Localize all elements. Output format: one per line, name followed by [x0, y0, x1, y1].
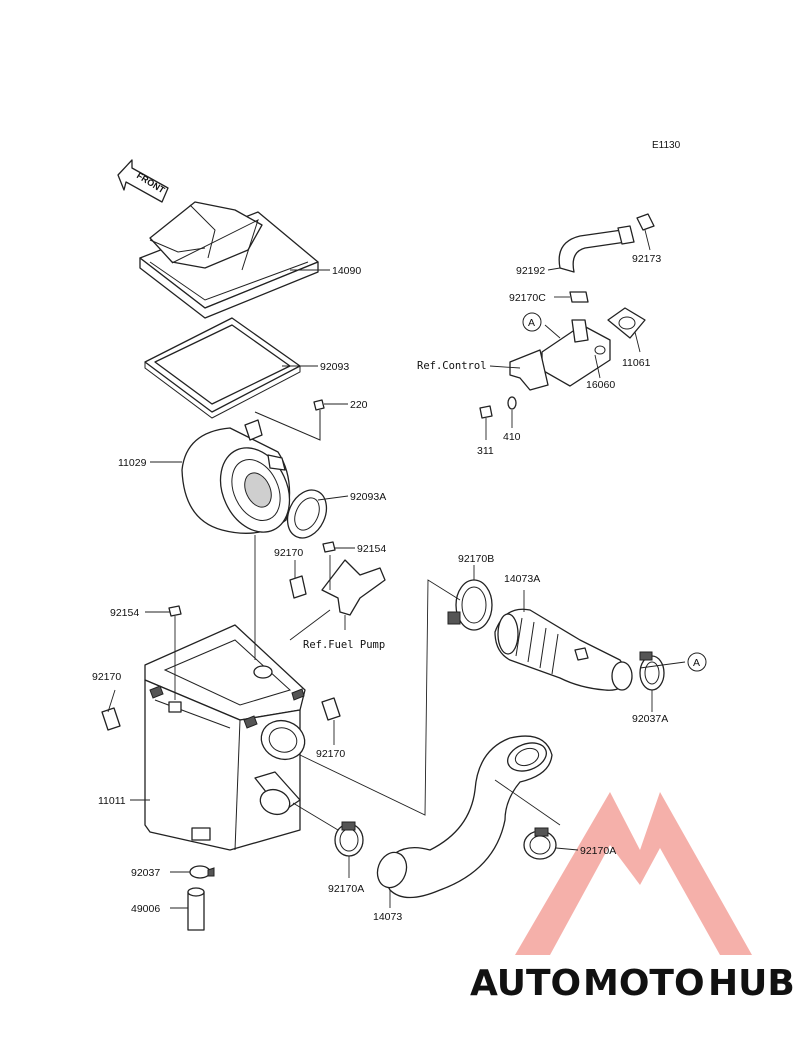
label-92170A-left: 92170A: [328, 883, 364, 895]
label-92093: 92093: [320, 361, 349, 373]
part-16060-bracket: [509, 319, 611, 391]
label-410: 410: [503, 431, 521, 443]
part-49006-drain-hose: [187, 887, 205, 931]
label-14090: 14090: [332, 265, 361, 277]
part-11029-filter-element: [181, 419, 291, 534]
marker-a-top: A: [522, 312, 542, 332]
label-92154-right: 92154: [357, 543, 386, 555]
part-311-nut: [479, 405, 493, 419]
part-92093-filter-frame: [144, 317, 301, 419]
part-14073A-intake-boot: [494, 608, 633, 691]
label-92170B: 92170B: [458, 553, 494, 565]
front-arrow-icon: FRONT: [117, 159, 169, 203]
label-14073: 14073: [373, 911, 402, 923]
part-92170A-clamp-left: [334, 821, 364, 857]
watermark-triangle-icon: [515, 792, 752, 955]
part-92173-clip: [636, 213, 655, 231]
part-92154-bolt-right: [322, 541, 336, 553]
label-92173: 92173: [632, 253, 661, 265]
part-92170B-clamp: [447, 579, 493, 631]
watermark-text: AUTO MOTO HUB: [470, 963, 795, 1004]
label-220: 220: [350, 399, 368, 411]
label-92170-right: 92170: [316, 748, 345, 760]
watermark-text-moto: MOTO: [583, 963, 705, 1004]
label-311: 311: [477, 445, 494, 457]
label-11061: 11061: [622, 357, 651, 369]
part-92170-clip-left: [101, 707, 121, 731]
label-49006: 49006: [131, 903, 160, 915]
label-16060: 16060: [586, 379, 615, 391]
watermark-logo: [515, 792, 752, 955]
watermark-text-auto: AUTO: [470, 963, 581, 1004]
part-92154-bolt-left: [168, 605, 182, 700]
part-14073-duct: [376, 735, 553, 899]
part-220-bolt: [254, 399, 325, 441]
label-92170-top: 92170: [274, 547, 303, 559]
part-92170A-clamp-right: [523, 827, 557, 860]
part-92170C-clip: [569, 291, 589, 303]
watermark-inner-triangle-icon: [575, 885, 705, 955]
part-92037A-clamp: [639, 651, 665, 691]
part-labels: E1130 14090 92093 220 11029 92093A 92170…: [92, 140, 681, 923]
part-92093A-ring: [286, 489, 328, 539]
part-410-washer: [507, 396, 517, 410]
watermark-text-hub: HUB: [708, 963, 795, 1004]
marker-a-top-label: A: [528, 317, 535, 329]
marker-a-right-label: A: [693, 657, 700, 669]
part-14090-cover: [139, 201, 319, 319]
label-11011: 11011: [98, 795, 126, 807]
label-11029: 11029: [118, 457, 147, 469]
ref-control: Ref.Control: [417, 360, 487, 372]
leader-lines: [107, 229, 686, 909]
label-92170A-right: 92170A: [580, 845, 616, 857]
part-92170-clip-top: [289, 575, 307, 599]
part-11011-air-box: [144, 624, 306, 851]
part-92170-clip-right: [321, 697, 341, 721]
label-92170C: 92170C: [509, 292, 546, 304]
part-92192-vent-hose: [558, 225, 635, 273]
part-fuel-pump-bracket: [321, 555, 386, 630]
label-92037: 92037: [131, 867, 160, 879]
label-92093A: 92093A: [350, 491, 386, 503]
label-92154-left: 92154: [110, 607, 139, 619]
ref-fuel-pump: Ref.Fuel Pump: [303, 639, 385, 651]
label-92170-left: 92170: [92, 671, 121, 683]
diagram-code: E1130: [652, 140, 681, 151]
marker-a-right: A: [687, 652, 707, 672]
part-11061-gasket: [607, 307, 646, 339]
label-92037A: 92037A: [632, 713, 668, 725]
part-92037-clamp: [189, 865, 215, 879]
label-92192: 92192: [516, 265, 545, 277]
label-14073A: 14073A: [504, 573, 540, 585]
